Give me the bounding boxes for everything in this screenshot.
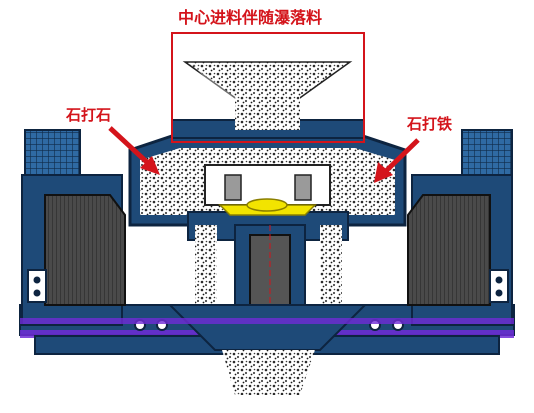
feed-hopper	[171, 61, 365, 139]
stone-on-stone-label: 石打石	[66, 106, 112, 124]
left-callout-arrow	[108, 126, 160, 175]
center-feed-frame	[171, 32, 365, 143]
rotor	[204, 164, 331, 216]
falling-material	[167, 225, 368, 395]
left-motor-assembly	[21, 129, 126, 326]
main-shaft	[234, 224, 306, 311]
stone-on-iron-label: 石打铁	[407, 115, 453, 133]
center-feed-title: 中心进料伴随瀑落料	[178, 8, 323, 27]
right-motor-assembly	[407, 129, 513, 326]
belt-line	[20, 318, 514, 324]
right-callout-arrow	[374, 138, 420, 183]
